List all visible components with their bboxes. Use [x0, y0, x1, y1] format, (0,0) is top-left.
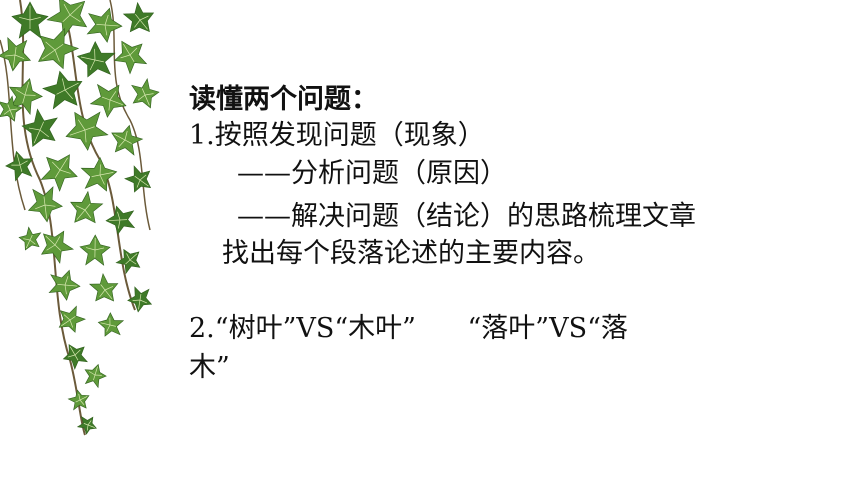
ivy-leaf-icon	[58, 305, 86, 333]
ivy-leaf-icon	[38, 27, 80, 70]
ivy-leaf-icon	[84, 363, 107, 389]
ivy-leaf-icon	[0, 95, 23, 122]
ivy-leaf-icon	[122, 1, 155, 33]
ivy-leaf-icon	[11, 1, 49, 39]
item1-line1: 1.按照发现问题（现象）	[189, 120, 485, 151]
ivy-leaf-icon	[127, 286, 153, 313]
ivy-leaf-icon	[18, 226, 42, 251]
item2-line1: 2.“树叶”VS“木叶” “落叶”VS“落	[189, 313, 628, 344]
vine-stem	[19, 0, 86, 436]
ivy-leaf-icon	[70, 190, 104, 224]
ivy-leaf-icon	[62, 344, 88, 370]
slide-heading: 读懂两个问题：	[189, 84, 378, 115]
vine-stem	[109, 0, 151, 231]
item1-line4: 找出每个段落论述的主要内容。	[222, 238, 600, 269]
ivy-leaf-icon	[76, 40, 116, 78]
ivy-leaf-icon	[88, 272, 119, 302]
item1-line2: ——分析问题（原因）	[237, 158, 507, 189]
ivy-leaf-icon	[41, 230, 75, 264]
ivy-leaf-icon	[115, 248, 141, 275]
ivy-leaf-icon	[113, 40, 148, 75]
ivy-leaf-icon	[21, 108, 58, 148]
ivy-leaf-icon	[86, 7, 123, 43]
ivy-leaf-icon	[131, 78, 160, 109]
ivy-leaf-icon	[42, 70, 83, 110]
ivy-leaf-icon	[97, 312, 125, 337]
ivy-leaf-icon	[46, 0, 88, 39]
ivy-leaf-icon	[40, 154, 78, 192]
item2-line2: 木”	[189, 352, 230, 383]
ivy-leaf-icon	[111, 124, 144, 156]
ivy-leaf-icon	[79, 234, 111, 266]
ivy-leaf-icon	[9, 78, 43, 115]
ivy-leaf-icon	[27, 186, 63, 223]
ivy-leaf-icon	[105, 205, 136, 235]
ivy-leaf-icon	[124, 165, 152, 193]
ivy-leaf-icon	[67, 389, 90, 411]
ivy-leaf-icon	[80, 156, 118, 192]
ivy-leaf-icon	[0, 37, 32, 72]
ivy-vine-icon	[0, 0, 160, 436]
ivy-leaf-icon	[48, 269, 81, 301]
ivy-leaf-icon	[65, 111, 109, 151]
ivy-leaf-icon	[76, 416, 97, 435]
ivy-leaf-icon	[5, 150, 34, 182]
item1-line3: ——解决问题（结论）的思路梳理文章	[237, 201, 696, 232]
ivy-leaf-icon	[89, 83, 127, 118]
